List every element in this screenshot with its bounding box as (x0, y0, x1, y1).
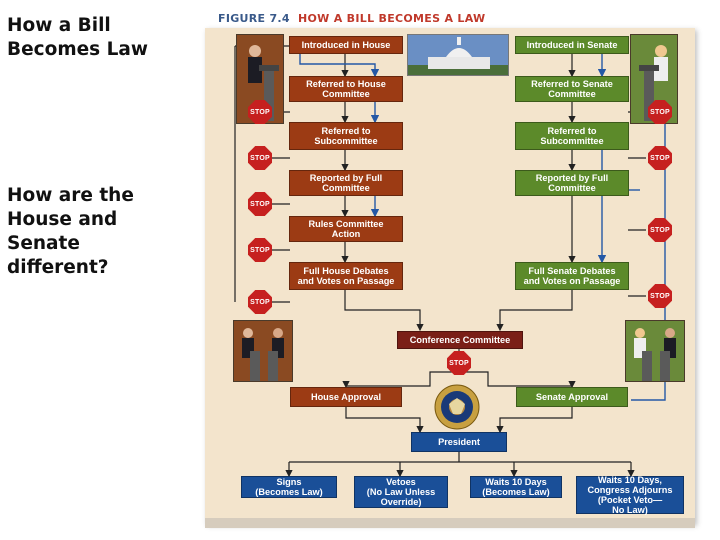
figure-caption: FIGURE 7.4 HOW A BILL BECOMES A LAW (218, 12, 485, 25)
senate-members-photo (625, 320, 685, 382)
senate-step-1: Introduced in Senate (515, 36, 629, 54)
stop-label: STOP (250, 154, 270, 162)
stop-sign-house-1: STOP (248, 100, 272, 124)
stop-label: STOP (650, 226, 670, 234)
figure-label: FIGURE 7.4 (218, 12, 290, 25)
stop-label: STOP (650, 154, 670, 162)
senate-step-2: Referred to Senate Committee (515, 76, 629, 102)
stop-sign-house-5: STOP (248, 290, 272, 314)
stop-sign-senate-2: STOP (648, 146, 672, 170)
senate-step-4: Reported by Full Committee (515, 170, 629, 196)
house-step-3: Referred to Subcommittee (289, 122, 403, 150)
stop-sign-conference: STOP (447, 351, 471, 375)
stop-sign-senate-1: STOP (648, 100, 672, 124)
house-step-2: Referred to House Committee (289, 76, 403, 102)
stop-label: STOP (650, 292, 670, 300)
senate-step-3: Referred to Subcommittee (515, 122, 629, 150)
house-step-6: Full House Debates and Votes on Passage (289, 262, 403, 290)
conference-committee: Conference Committee (397, 331, 523, 349)
stop-sign-senate-4: STOP (648, 284, 672, 308)
house-speaker-photo (236, 34, 284, 124)
president: President (411, 432, 507, 452)
panel-bottom-edge (205, 518, 695, 528)
stop-label: STOP (449, 359, 469, 367)
senate-approval: Senate Approval (516, 387, 628, 407)
stop-label: STOP (250, 246, 270, 254)
house-step-4: Reported by Full Committee (289, 170, 403, 196)
stop-sign-house-4: STOP (248, 238, 272, 262)
house-members-photo (233, 320, 293, 382)
house-members-icon (234, 321, 292, 381)
outcome-signs: Signs (Becomes Law) (241, 476, 337, 498)
capitol-photo (407, 34, 509, 76)
house-step-5: Rules Committee Action (289, 216, 403, 242)
senate-step-5: Full Senate Debates and Votes on Passage (515, 262, 629, 290)
stop-sign-senate-3: STOP (648, 218, 672, 242)
house-approval: House Approval (290, 387, 402, 407)
stop-label: STOP (650, 108, 670, 116)
capitol-icon (408, 35, 508, 75)
stop-sign-house-2: STOP (248, 146, 272, 170)
presidential-seal (434, 384, 480, 430)
outcome-waits-10-days: Waits 10 Days (Becomes Law) (470, 476, 562, 498)
figure-title: HOW A BILL BECOMES A LAW (298, 12, 486, 25)
stop-label: STOP (250, 108, 270, 116)
stop-label: STOP (250, 298, 270, 306)
slide-question: How are the House and Senate different? (7, 185, 134, 278)
senate-members-icon (626, 321, 684, 381)
house-speaker-icon (237, 35, 283, 123)
house-step-1: Introduced in House (289, 36, 403, 54)
stop-label: STOP (250, 200, 270, 208)
outcome-vetoes: Vetoes (No Law Unless Override) (354, 476, 448, 508)
stop-sign-house-3: STOP (248, 192, 272, 216)
presidential-seal-icon (434, 384, 480, 430)
slide-title: How a Bill Becomes Law (7, 15, 148, 60)
outcome-pocket-veto: Waits 10 Days, Congress Adjourns (Pocket… (576, 475, 684, 515)
